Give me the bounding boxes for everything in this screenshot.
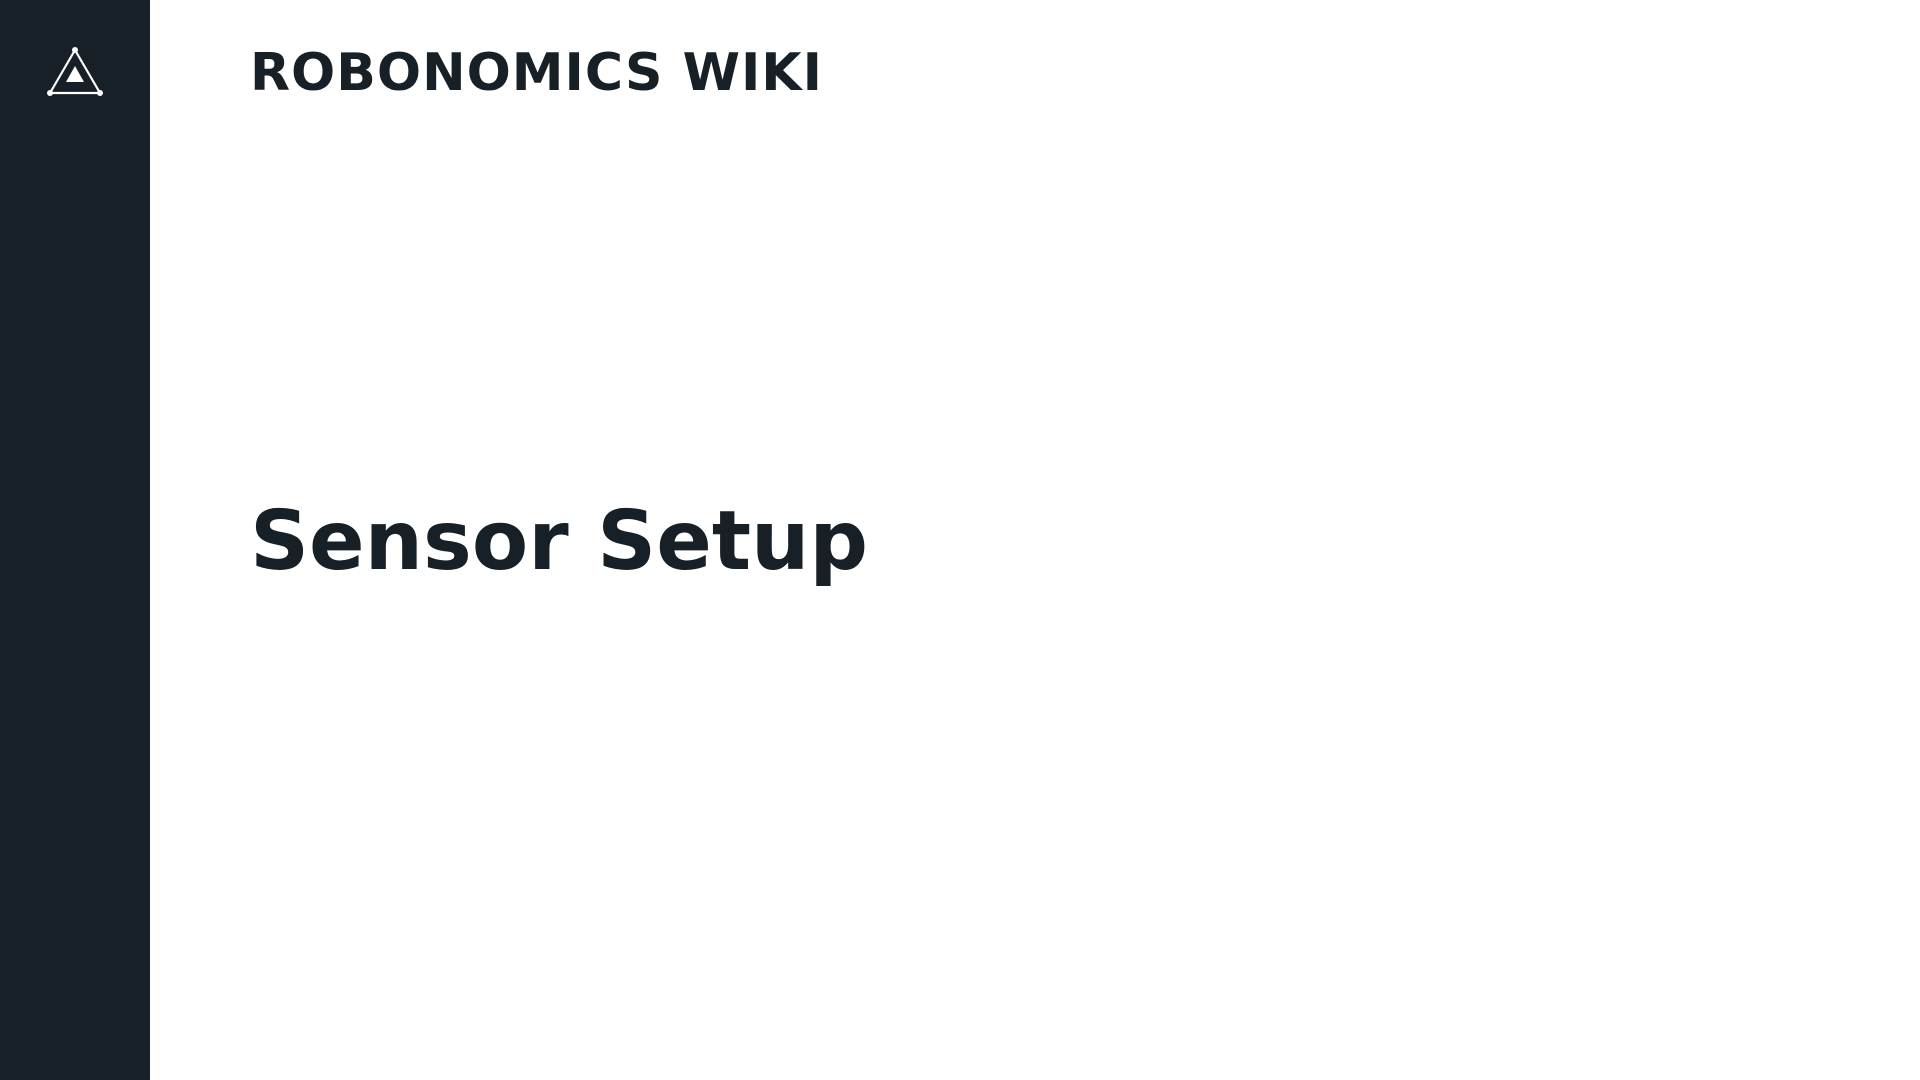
main-content: ROBONOMICS WIKI Sensor Setup: [150, 0, 1920, 1080]
robonomics-triangle-icon[interactable]: [46, 46, 104, 98]
page-title: Sensor Setup: [250, 494, 869, 589]
sidebar: [0, 0, 150, 1080]
site-title[interactable]: ROBONOMICS WIKI: [250, 43, 823, 103]
